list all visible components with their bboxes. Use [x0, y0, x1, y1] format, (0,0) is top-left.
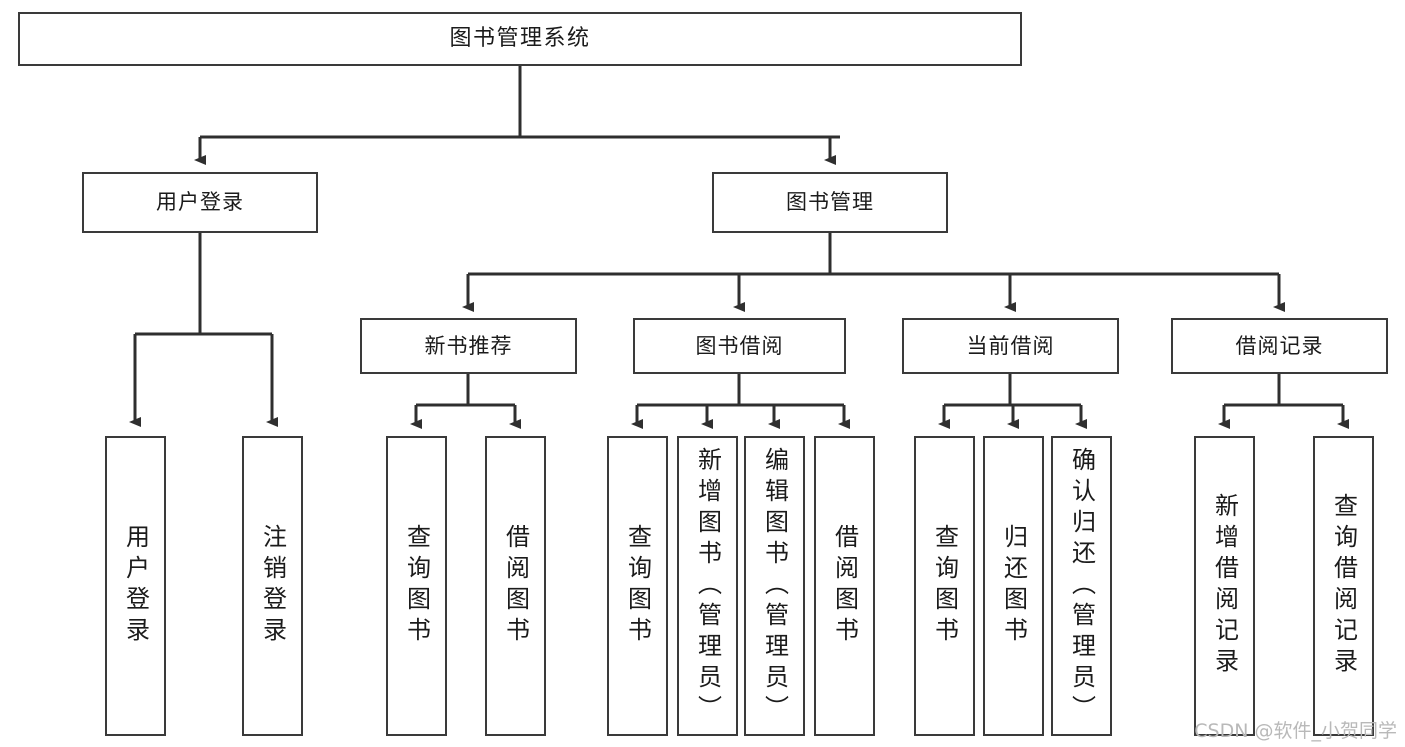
node-current-borrow[interactable]: 当前借阅 [902, 318, 1119, 374]
leaf-borrow-borrow-book[interactable]: 借阅图书 [814, 436, 875, 736]
node-new-book-recommend[interactable]: 新书推荐 [360, 318, 577, 374]
leaf-borrow-edit-book[interactable]: 编辑图书（管理员） [744, 436, 805, 736]
node-book-borrow-label: 图书借阅 [695, 333, 784, 358]
leaf-borrow-query-book[interactable]: 查询图书 [607, 436, 668, 736]
leaf-record-query-record[interactable]: 查询借阅记录 [1313, 436, 1374, 736]
node-borrow-record[interactable]: 借阅记录 [1171, 318, 1388, 374]
node-root-label: 图书管理系统 [449, 26, 591, 52]
node-new-book-recommend-label: 新书推荐 [424, 333, 513, 358]
leaf-borrow-add-book[interactable]: 新增图书（管理员） [677, 436, 738, 736]
leaf-borrow-add-book-label: 新增图书（管理员） [693, 446, 722, 726]
leaf-current-return-book-label: 归还图书 [999, 524, 1028, 648]
leaf-current-query-book-label: 查询图书 [930, 524, 959, 648]
leaf-recommend-borrow-book[interactable]: 借阅图书 [485, 436, 546, 736]
leaf-current-return-book[interactable]: 归还图书 [983, 436, 1044, 736]
leaf-record-add-record-label: 新增借阅记录 [1210, 493, 1239, 679]
leaf-recommend-query-book-label: 查询图书 [402, 524, 431, 648]
leaf-borrow-query-book-label: 查询图书 [623, 524, 652, 648]
leaf-user-login-signout[interactable]: 注销登录 [242, 436, 303, 736]
node-borrow-record-label: 借阅记录 [1235, 333, 1324, 358]
leaf-user-login-signout-label: 注销登录 [258, 524, 287, 648]
node-user-login[interactable]: 用户登录 [82, 172, 318, 233]
leaf-user-login-signin[interactable]: 用户登录 [105, 436, 166, 736]
leaf-user-login-signin-label: 用户登录 [121, 524, 150, 648]
leaf-current-query-book[interactable]: 查询图书 [914, 436, 975, 736]
watermark: CSDN @软件_小贺同学 [1194, 720, 1397, 742]
leaf-record-add-record[interactable]: 新增借阅记录 [1194, 436, 1255, 736]
node-book-management[interactable]: 图书管理 [712, 172, 948, 233]
node-root[interactable]: 图书管理系统 [18, 12, 1022, 66]
leaf-recommend-borrow-book-label: 借阅图书 [501, 524, 530, 648]
node-book-management-label: 图书管理 [786, 190, 874, 215]
leaf-record-query-record-label: 查询借阅记录 [1329, 493, 1358, 679]
leaf-borrow-edit-book-label: 编辑图书（管理员） [760, 446, 789, 726]
node-book-borrow[interactable]: 图书借阅 [633, 318, 846, 374]
leaf-borrow-borrow-book-label: 借阅图书 [830, 524, 859, 648]
leaf-current-confirm-return-label: 确认归还（管理员） [1067, 446, 1096, 726]
node-user-login-label: 用户登录 [156, 190, 244, 215]
leaf-current-confirm-return[interactable]: 确认归还（管理员） [1051, 436, 1112, 736]
leaf-recommend-query-book[interactable]: 查询图书 [386, 436, 447, 736]
node-current-borrow-label: 当前借阅 [966, 333, 1055, 358]
